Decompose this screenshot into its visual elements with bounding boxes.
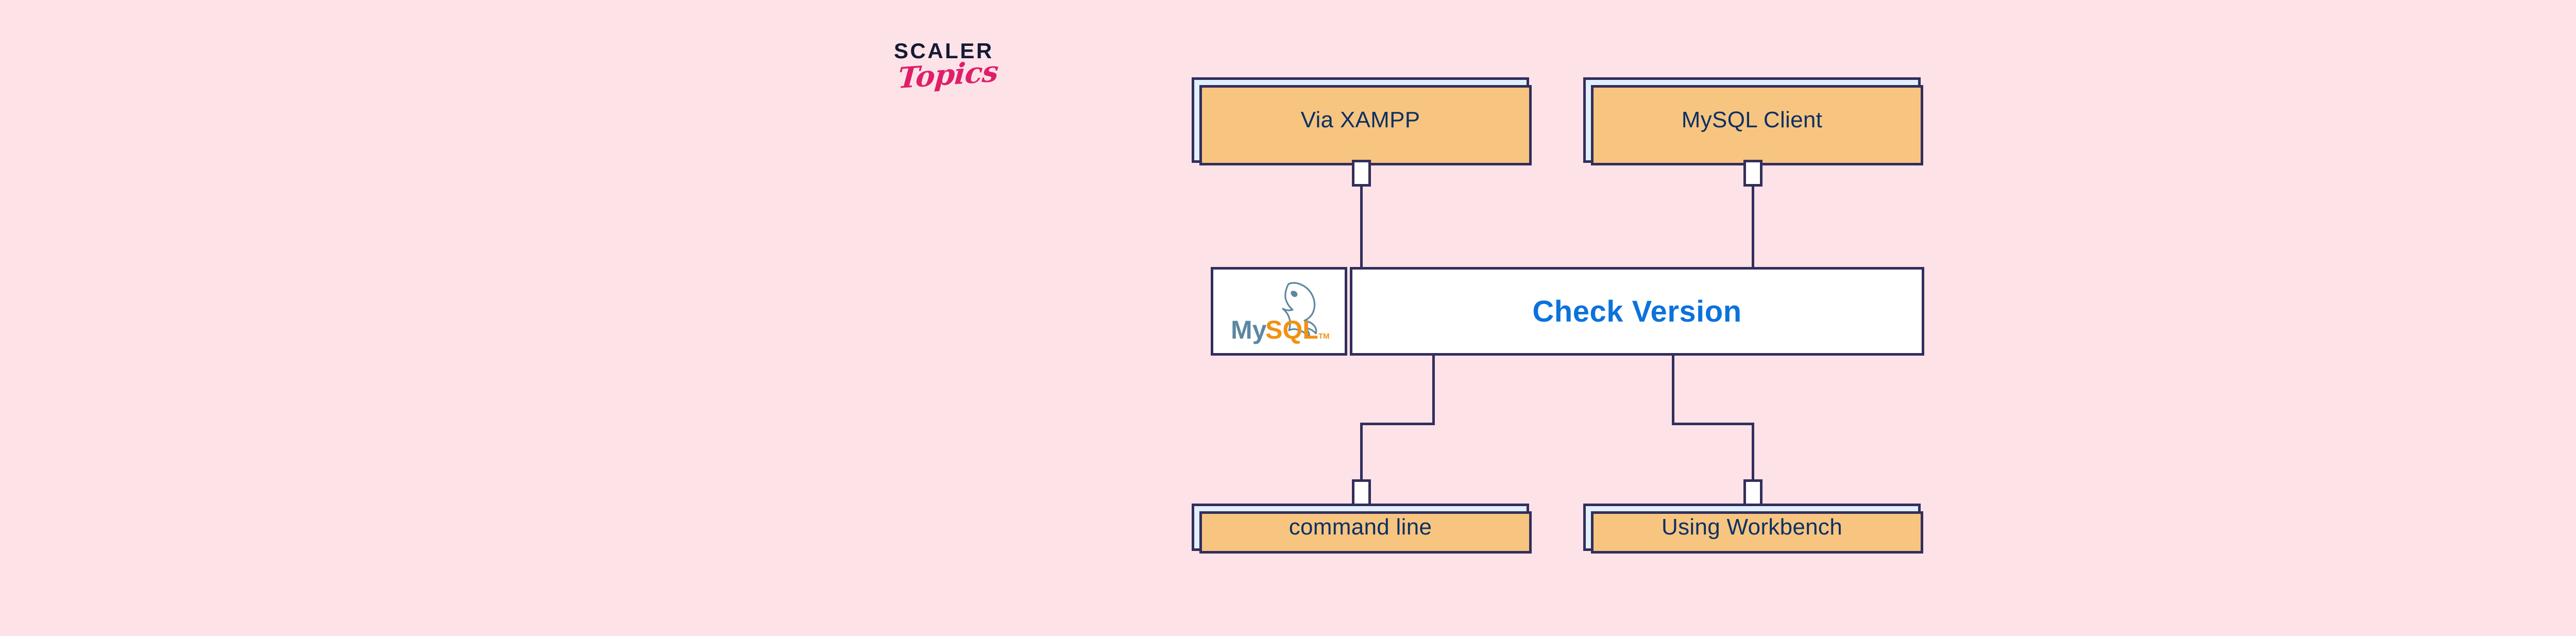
svg-text:TM: TM [1318,332,1330,341]
node-mysql-client-label: MySQL Client [1681,107,1823,132]
logo-scaler-text: SCALER [894,39,994,63]
connector-workbench-vertical-2 [1752,423,1754,492]
connector-workbench-horizontal [1672,423,1754,425]
node-via-xampp[interactable]: Via XAMPP [1192,77,1532,165]
node-via-xampp-label: Via XAMPP [1300,107,1420,132]
connector-client-vertical-1 [1752,162,1754,271]
node-using-workbench[interactable]: Using Workbench [1583,504,1923,554]
svg-text:SQL: SQL [1265,315,1318,344]
svg-text:My: My [1231,315,1267,344]
connector-cmdline-vertical-2 [1360,423,1363,492]
connector-cmdline-horizontal [1360,423,1435,425]
node-check-version-label: Check Version [1532,294,1742,328]
mysql-logo-icon: My SQL TM [1228,273,1331,350]
node-using-workbench-label: Using Workbench [1662,514,1842,540]
node-mysql-logo-box: My SQL TM [1211,267,1347,356]
connector-stub-mysql-client [1743,160,1762,187]
scaler-topics-logo: SCALER Topics [894,40,1064,107]
connector-cmdline-vertical-1 [1432,356,1435,425]
connector-stub-command-line [1352,479,1371,506]
connector-workbench-vertical-1 [1672,356,1674,425]
connector-stub-xampp [1352,160,1371,187]
node-command-line-label: command line [1289,514,1432,540]
node-mysql-client[interactable]: MySQL Client [1583,77,1923,165]
connector-stub-using-workbench [1743,479,1762,506]
node-check-version[interactable]: Check Version [1350,267,1924,356]
connector-xampp-vertical-1 [1360,162,1363,271]
node-command-line[interactable]: command line [1192,504,1532,554]
